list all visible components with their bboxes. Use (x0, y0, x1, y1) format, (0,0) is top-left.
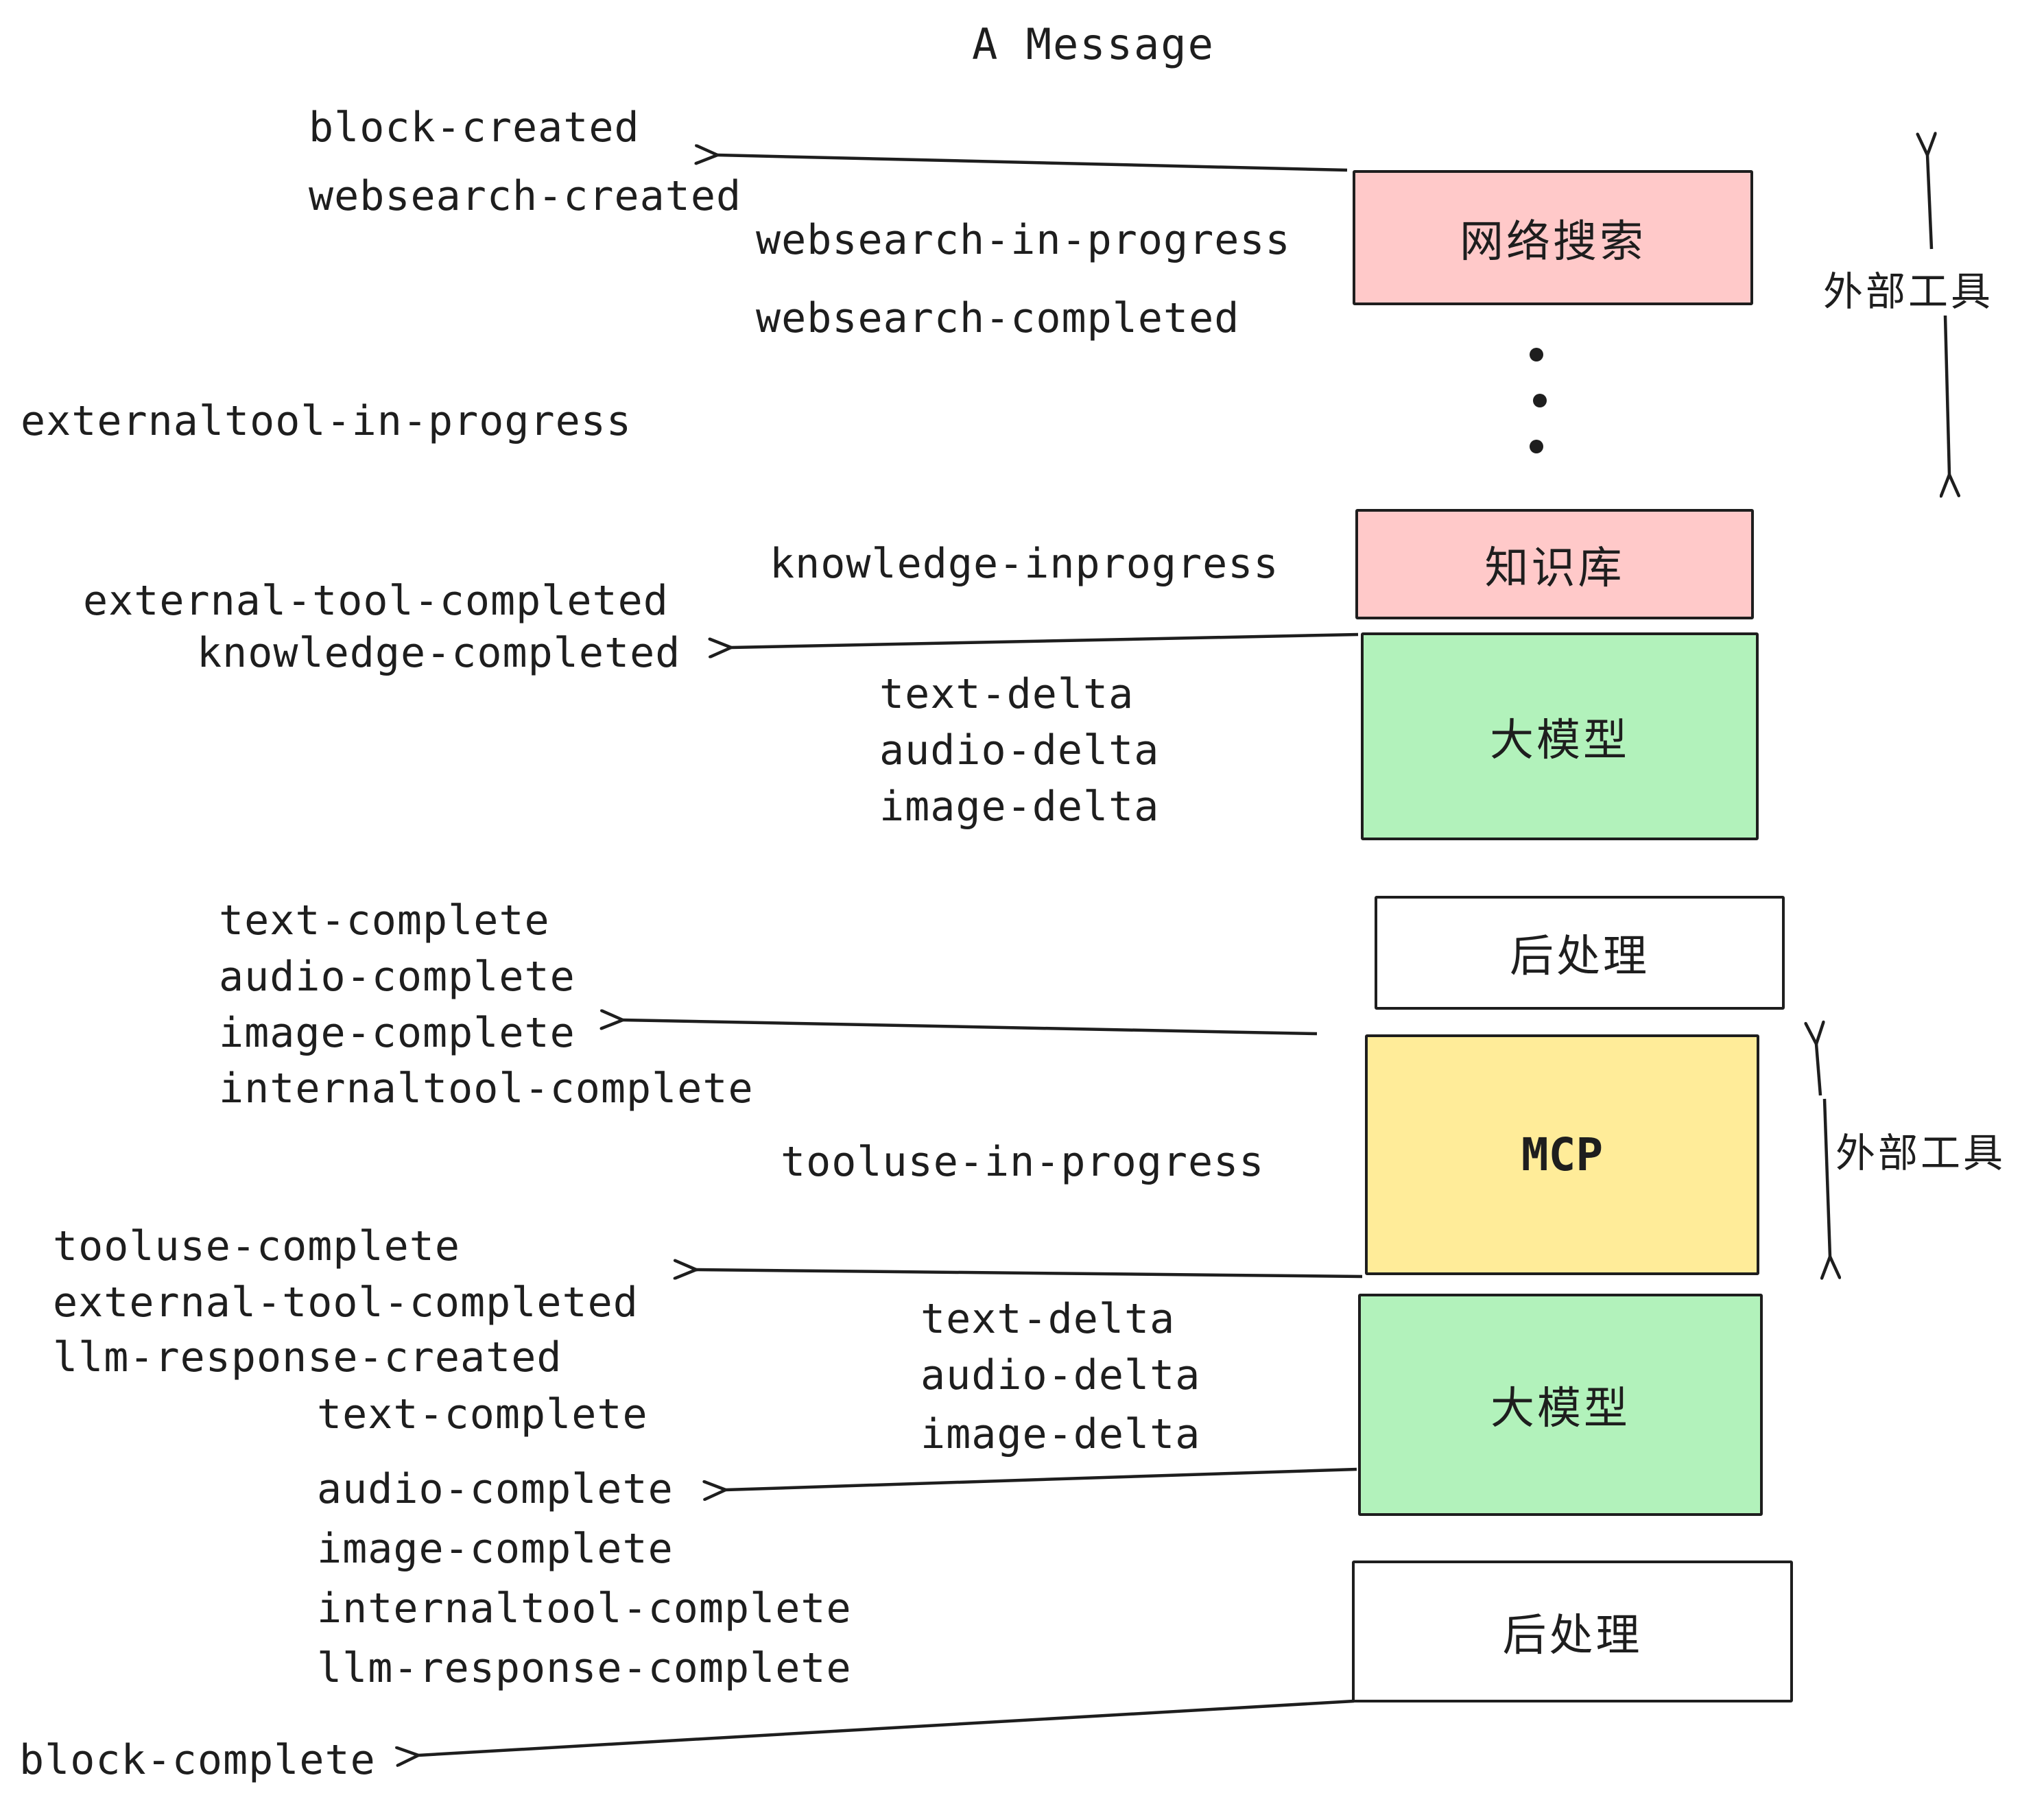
external-tools-note-1: 外部工具 (1823, 268, 1994, 315)
label-text-delta-2: text-delta (920, 1295, 1176, 1343)
label-tooluse-complete: tooluse-complete (53, 1222, 460, 1270)
box-knowledge-label: 知识库 (1484, 543, 1625, 594)
box-mcp: MCP (1365, 1034, 1759, 1275)
label-internaltool-complete-2: internaltool-complete (317, 1585, 852, 1633)
arrow-tooluse-complete (696, 1270, 1363, 1277)
label-image-delta: image-delta (879, 783, 1160, 831)
ellipsis-dots (1530, 348, 1547, 453)
label-audio-complete-2: audio-complete (317, 1465, 674, 1513)
box-postprocess-1: 后处理 (1375, 896, 1785, 1010)
label-knowledge-inprogress: knowledge-inprogress (770, 540, 1279, 588)
label-external-tool-completed: external-tool-completed (83, 577, 669, 625)
label-block-complete: block-complete (19, 1736, 376, 1784)
box-postprocess-2-label: 后处理 (1502, 1610, 1643, 1661)
box-llm-2-label: 大模型 (1490, 1384, 1630, 1434)
label-text-complete-2: text-complete (317, 1390, 648, 1438)
label-audio-complete: audio-complete (219, 953, 575, 1001)
label-image-delta-2: image-delta (920, 1410, 1201, 1458)
box-mcp-label: MCP (1521, 1128, 1604, 1181)
label-externaltool-in-progress: externaltool-in-progress (21, 397, 632, 445)
box-websearch: 网络搜索 (1353, 170, 1753, 305)
box-knowledge: 知识库 (1355, 509, 1754, 619)
label-block-created: block-created (309, 104, 640, 152)
label-text-complete: text-complete (219, 897, 550, 945)
label-llm-response-complete: llm-response-complete (317, 1644, 852, 1692)
box-postprocess-2: 后处理 (1352, 1560, 1793, 1702)
label-knowledge-completed: knowledge-completed (197, 629, 681, 677)
label-external-tool-completed-2: external-tool-completed (53, 1279, 639, 1327)
label-llm-response-created: llm-response-created (53, 1333, 562, 1381)
arrow-websearch-created (717, 155, 1348, 172)
diagram-title: A Message (972, 19, 1215, 69)
box-llm-2: 大模型 (1358, 1294, 1763, 1516)
label-image-complete-2: image-complete (317, 1525, 674, 1573)
arrow-llm2-complete (726, 1467, 1357, 1490)
external-tools-down-arrow (1945, 315, 1949, 475)
external-tools-up-arrow (1927, 155, 1932, 250)
label-internaltool-complete: internaltool-complete (219, 1065, 754, 1113)
label-websearch-created: websearch-created (309, 172, 742, 220)
external-tools2-down-arrow (1825, 1098, 1830, 1257)
label-audio-delta: audio-delta (879, 726, 1160, 774)
label-image-complete: image-complete (219, 1009, 575, 1057)
arrow-knowledge-completed (731, 632, 1359, 648)
label-websearch-completed: websearch-completed (756, 294, 1240, 342)
box-llm-1: 大模型 (1361, 632, 1759, 840)
label-tooluse-in-progress: tooluse-in-progress (781, 1138, 1265, 1186)
box-postprocess-1-label: 后处理 (1510, 931, 1650, 982)
external-tools2-up-arrow (1816, 1044, 1820, 1096)
box-websearch-label: 网络搜索 (1460, 216, 1646, 268)
label-audio-delta-2: audio-delta (920, 1351, 1201, 1399)
box-llm-1-label: 大模型 (1490, 715, 1630, 766)
external-tools-note-2: 外部工具 (1835, 1130, 2006, 1176)
label-websearch-in-progress: websearch-in-progress (756, 216, 1291, 264)
label-text-delta: text-delta (879, 670, 1134, 718)
arrow-postprocess-complete (623, 1020, 1318, 1036)
arrow-block-complete (418, 1699, 1355, 1755)
